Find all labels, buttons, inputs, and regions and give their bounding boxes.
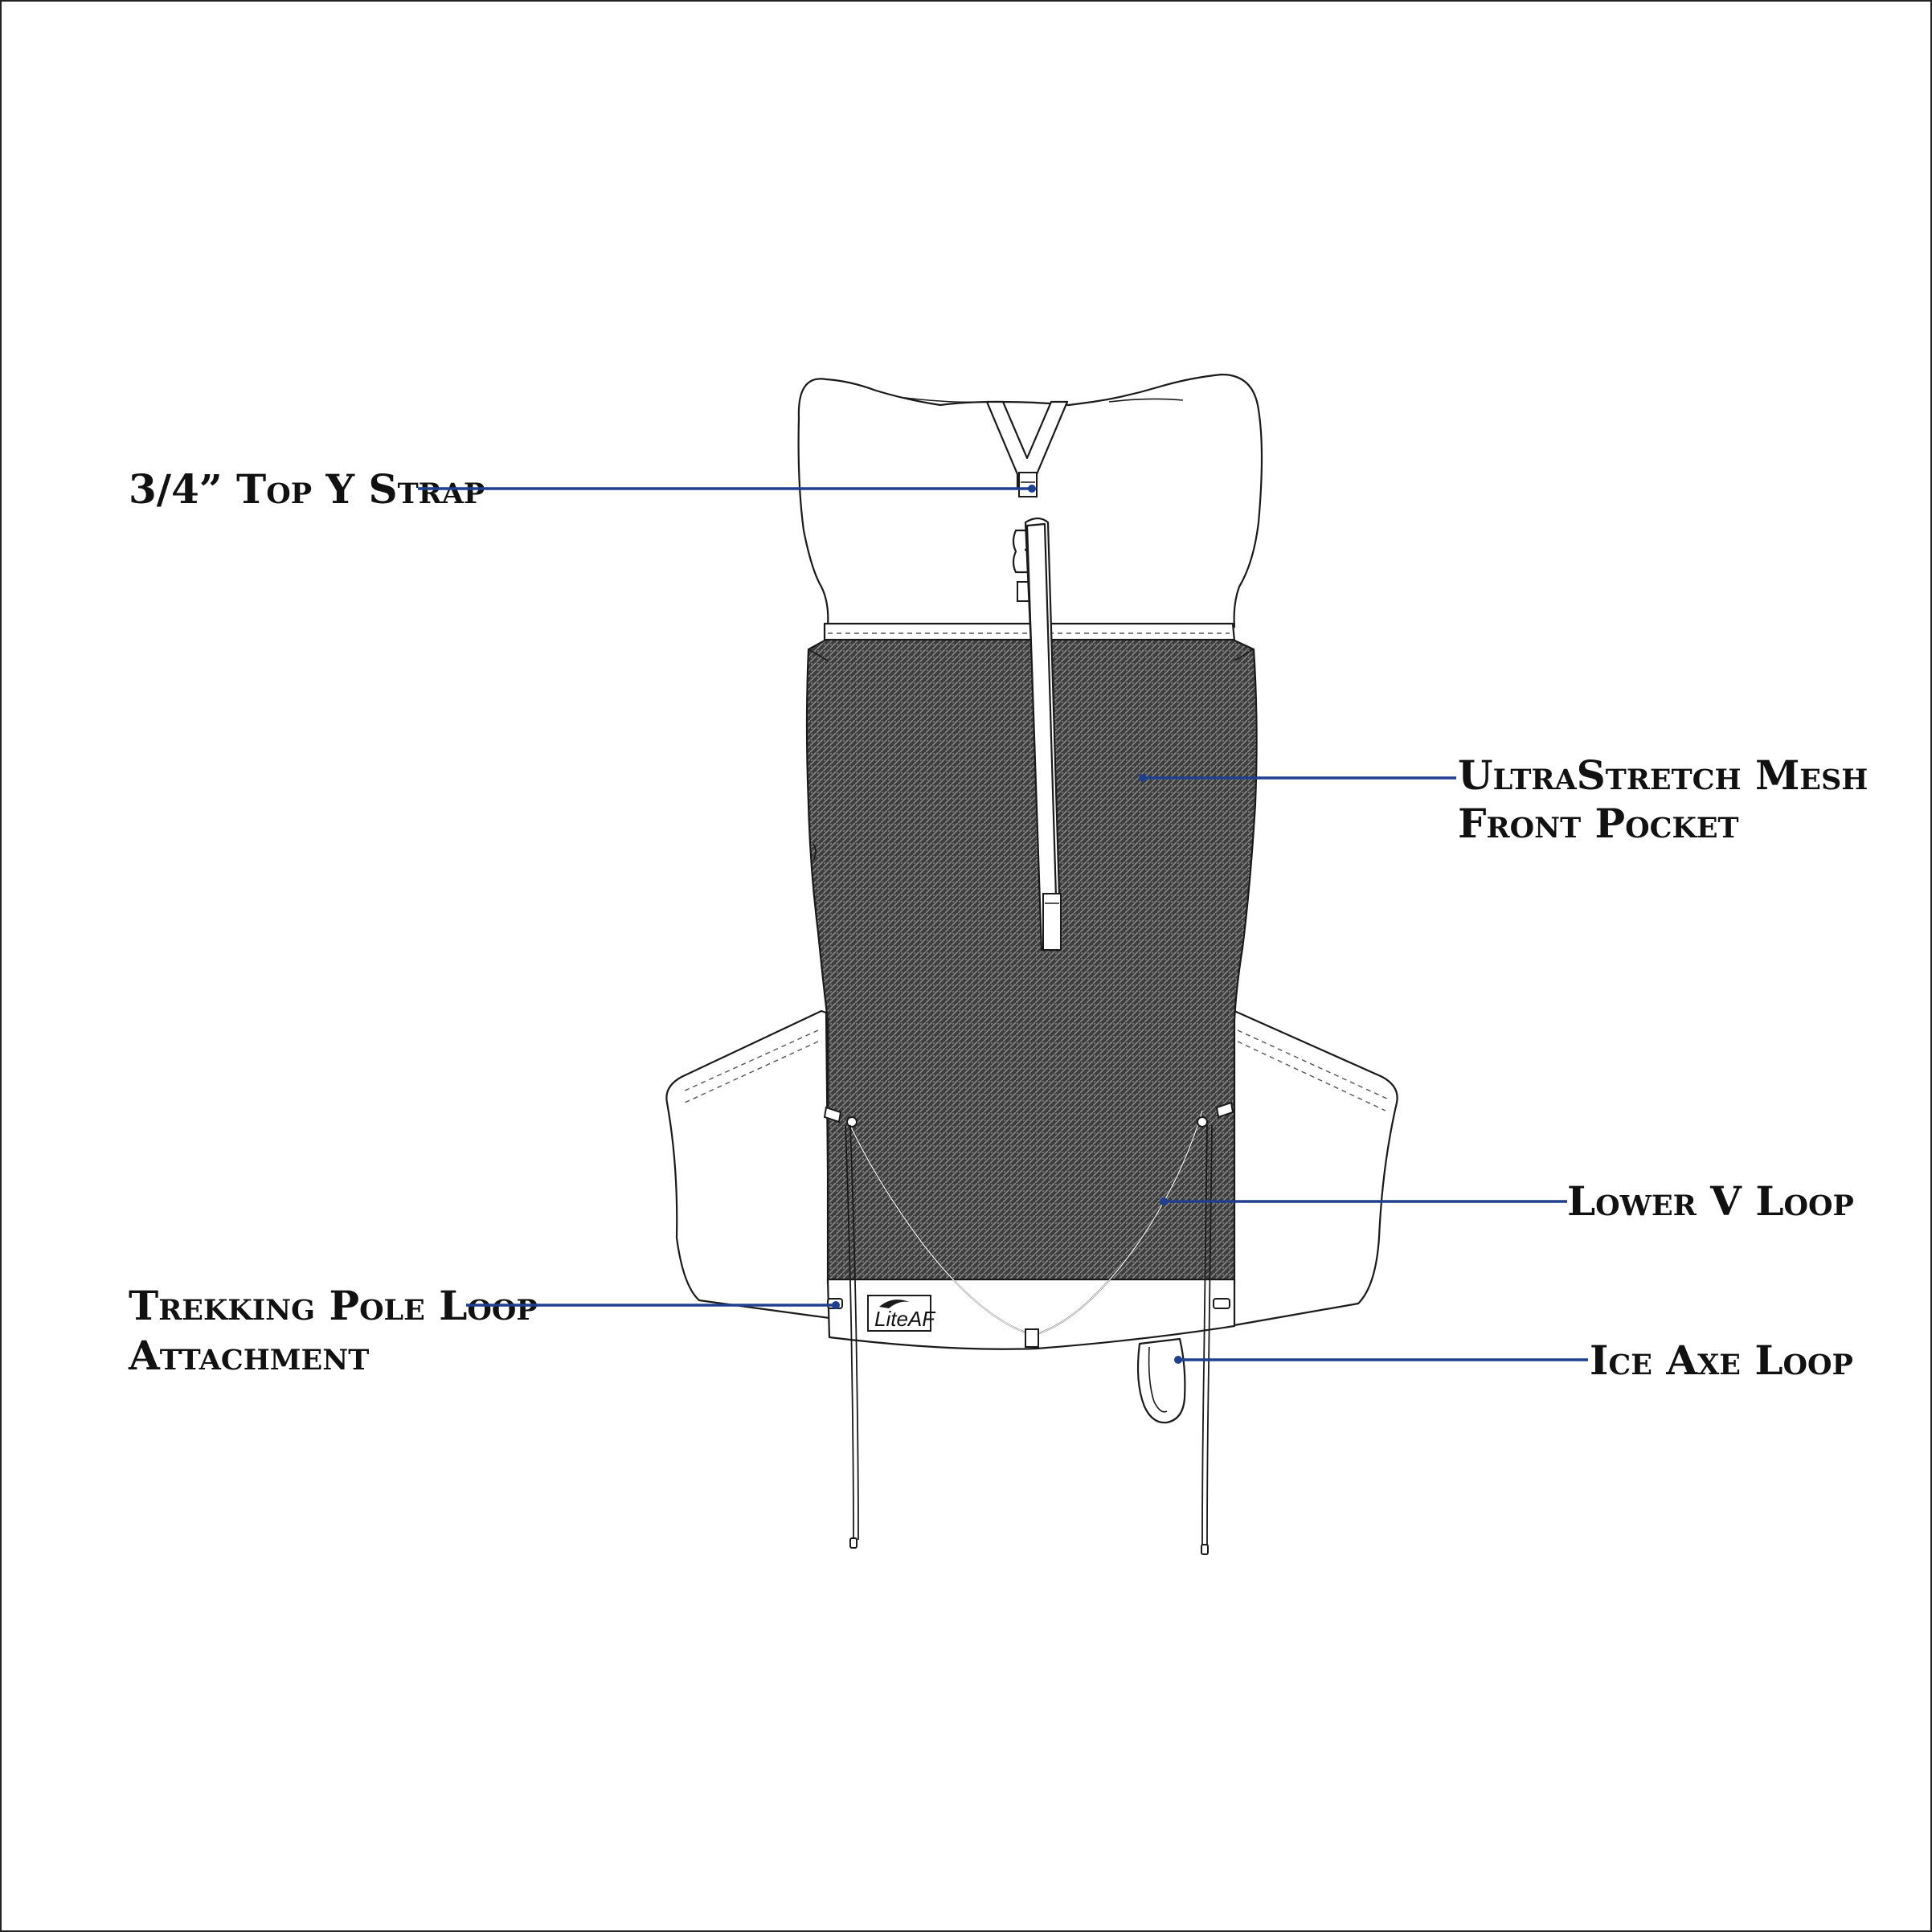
right-side-panel: [1228, 1009, 1398, 1328]
mesh-front-pocket: [805, 638, 1258, 1284]
callout-top-y-strap: 3/4” Top Y Strap: [129, 465, 1036, 513]
callout-ice-axe-loop: Ice Axe Loop: [1174, 1336, 1853, 1384]
left-cord-lock: [823, 1106, 858, 1128]
leader-dot-lower-v-loop: [1160, 1197, 1168, 1205]
logo-text: LiteAF: [874, 1307, 936, 1331]
top-y-strap: [985, 400, 1069, 952]
callout-trekking-pole-loop: Trekking Pole Loop Attachment: [128, 1282, 840, 1379]
roll-top-collar: [797, 373, 1263, 628]
leader-dot-trekking-pole-loop: [832, 1301, 840, 1309]
label-mesh-pocket-line2: Front Pocket: [1458, 800, 1739, 847]
lower-v-loop-cord: [846, 1110, 1203, 1348]
leader-dot-top-y-strap: [1028, 485, 1036, 493]
label-lower-v-loop: Lower V Loop: [1567, 1177, 1854, 1225]
ice-axe-loop: [1136, 1337, 1186, 1424]
left-side-panel: [665, 1009, 831, 1320]
callout-lower-v-loop: Lower V Loop: [1160, 1177, 1854, 1225]
callout-mesh-pocket: UltraStretch Mesh Front Pocket: [1139, 751, 1868, 847]
trekking-pole-loop-right: [1213, 1298, 1230, 1309]
brand-logo: LiteAF: [867, 1295, 936, 1332]
right-cord-lock: [1197, 1101, 1234, 1128]
label-ice-axe-loop: Ice Axe Loop: [1590, 1336, 1853, 1384]
label-trekking-pole-line2: Attachment: [128, 1332, 369, 1379]
label-mesh-pocket-line1: UltraStretch Mesh: [1458, 751, 1868, 799]
leader-dot-mesh-pocket: [1139, 774, 1147, 782]
left-hanging-cord: [845, 1124, 859, 1549]
backpack: LiteAF: [665, 373, 1398, 1555]
leader-dot-ice-axe-loop: [1174, 1356, 1182, 1364]
